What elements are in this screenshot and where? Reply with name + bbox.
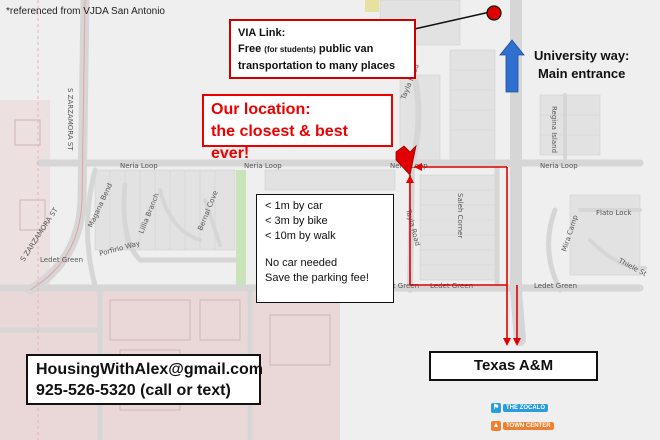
time-by-car: < 1m by car	[265, 200, 323, 212]
via-pointer-line	[409, 11, 491, 31]
via-link-callout: VIA Link: Free (for students) public van…	[229, 19, 416, 79]
yellow-patch	[365, 0, 379, 12]
time-by-walk: < 10m by walk	[265, 230, 336, 242]
location-line-1: Our location:	[211, 101, 311, 118]
street-label-ledet-green-4: Ledet Green	[534, 282, 577, 290]
no-car-note: No car needed	[265, 257, 338, 269]
parking-note: Save the parking fee!	[265, 272, 369, 284]
street-label-ledet-green-3: Ledet Green	[430, 282, 473, 290]
location-line-2: the closest & best ever!	[211, 123, 348, 162]
street-label-ledet-green-1: Ledet Green	[40, 256, 83, 264]
travel-times-callout: < 1m by car < 3m by bike < 10m by walk N…	[256, 194, 394, 303]
our-location-callout: Our location: the closest & best ever!	[202, 94, 393, 162]
via-line-2: Free (for students) public van	[238, 43, 374, 55]
spacer	[265, 244, 385, 256]
street-label-regina-island: Regina Island	[550, 106, 558, 153]
street-label-s-zarzamora-st-1: S ZARZAMORA ST	[66, 88, 74, 151]
contact-email[interactable]: HousingWithAlex@gmail.com	[36, 361, 264, 378]
poi-town-center[interactable]: ▲ TOWN CENTER	[491, 421, 554, 431]
university-line-2: Main entrance	[537, 66, 626, 81]
street-label-flato-lock: Flato Lock	[596, 209, 632, 217]
flag-icon: ⚑	[491, 403, 501, 413]
location-arrow-icon	[395, 144, 417, 176]
route-arrowheads	[406, 163, 521, 346]
street-label-ledet-green-2: Ledet Green	[376, 282, 419, 290]
via-line-3: transportation to many places	[238, 60, 396, 72]
contact-callout: HousingWithAlex@gmail.com 925-526-5320 (…	[26, 354, 264, 405]
zarzamora-centerline	[29, 0, 86, 291]
main-entrance-arrow	[499, 39, 525, 93]
university-way-label: University way: Main entrance	[534, 47, 629, 83]
texas-am-label: Texas A&M	[429, 351, 598, 381]
via-stop-marker	[486, 5, 502, 21]
university-line-1: University way:	[534, 48, 630, 63]
shop-icon: ▲	[491, 421, 501, 431]
via-title: VIA Link:	[238, 27, 286, 39]
contact-phone[interactable]: 925-526-5320 (call or text)	[36, 382, 231, 399]
street-label-saleh-corner: Saleh Corner	[456, 193, 464, 238]
street-label-neria-loop-2: Neria Loop	[244, 162, 282, 170]
street-label-neria-loop-1: Neria Loop	[120, 162, 158, 170]
route-lines	[409, 166, 518, 338]
poi-zocalo[interactable]: ⚑ THE ZÓCALO	[491, 403, 548, 413]
green-strip	[236, 170, 246, 285]
lot-lines	[109, 69, 600, 266]
reference-note: *referenced from VJDA San Antonio	[6, 6, 165, 17]
time-by-bike: < 3m by bike	[265, 215, 328, 227]
street-label-neria-loop-4: Neria Loop	[540, 162, 578, 170]
